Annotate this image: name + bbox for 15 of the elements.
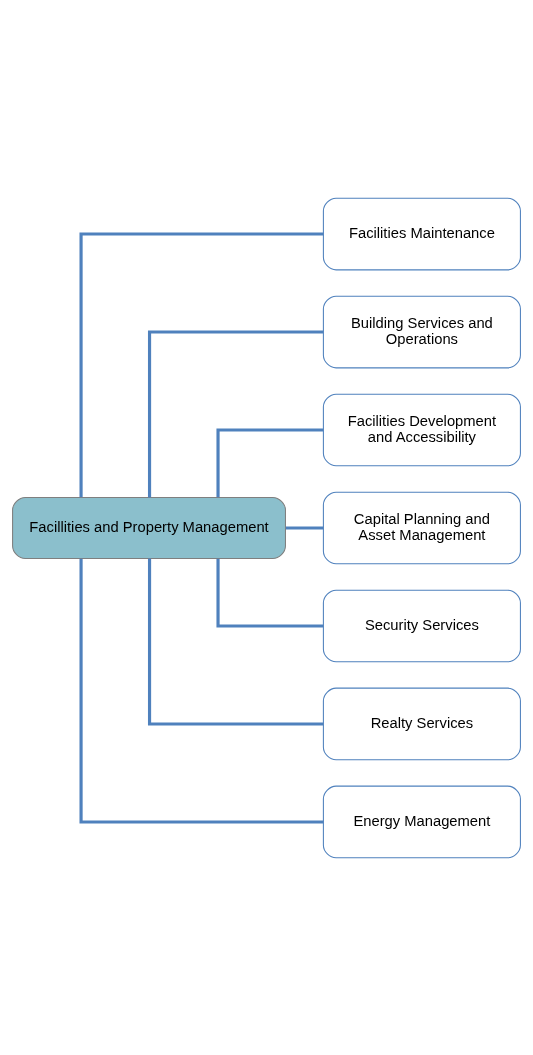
connector [79, 231, 324, 497]
node-box: Capital Planning and Asset Management [322, 491, 521, 564]
connector [216, 558, 324, 628]
connector [79, 558, 324, 824]
node-box: Facilities Development and Accessibility [322, 393, 521, 466]
node-box: Facillities and Property Management [12, 496, 286, 559]
node-box: Realty Services [322, 687, 521, 760]
node-box: Security Services [322, 589, 521, 662]
connector [147, 558, 324, 726]
connector [147, 329, 324, 497]
node-box: Facilities Maintenance [322, 197, 521, 270]
node-box: Building Services and Operations [322, 295, 521, 368]
connector [216, 427, 324, 497]
connector [285, 525, 324, 530]
node-box: Energy Management [322, 785, 521, 858]
